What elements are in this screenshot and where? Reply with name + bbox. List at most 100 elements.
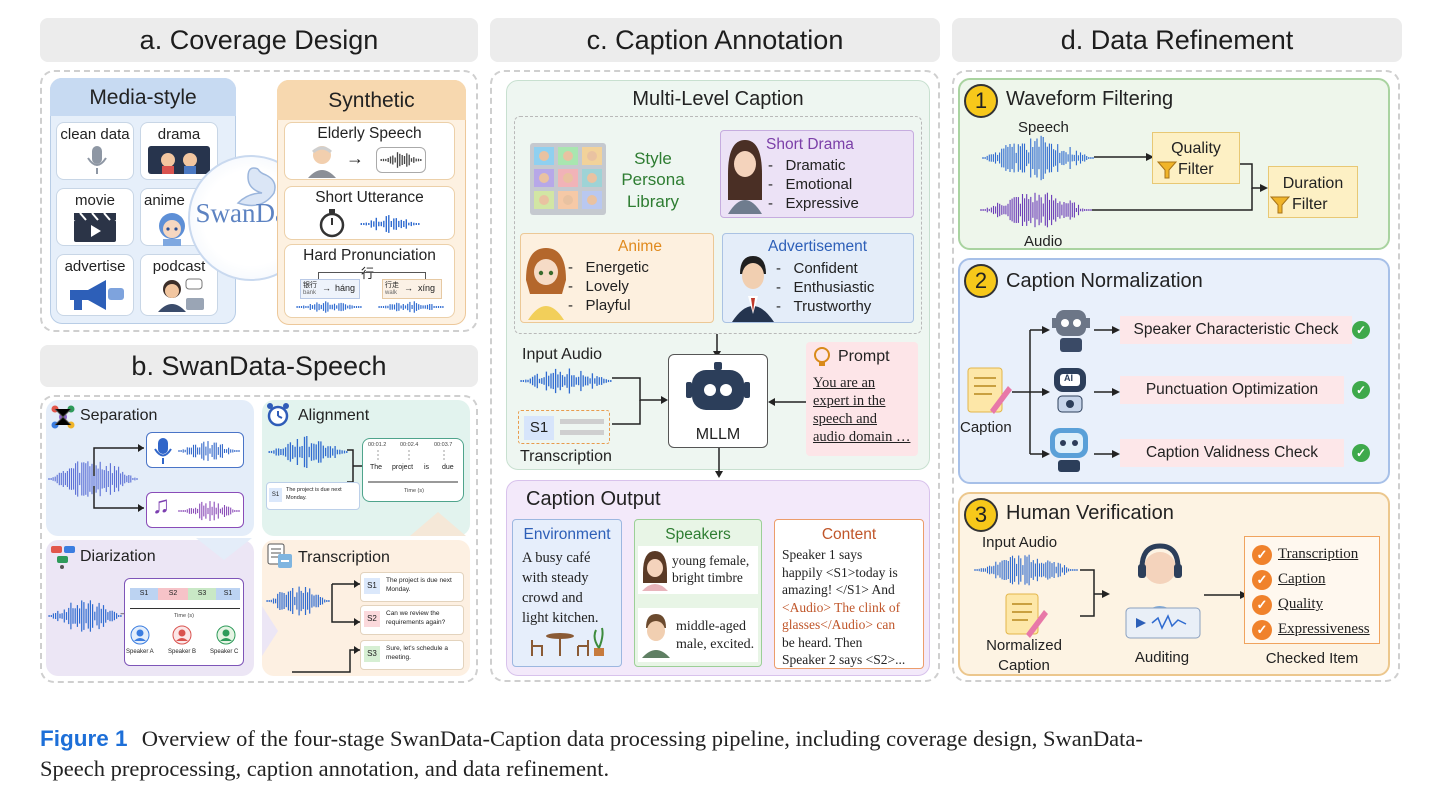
content-line: be heard. Then xyxy=(782,634,863,650)
alignment-ticks xyxy=(368,450,458,483)
quality-label: Quality xyxy=(1171,140,1221,157)
pron-right-word: 行走 xyxy=(385,282,399,289)
speaker2-text: middle-aged male, excited. xyxy=(676,618,754,654)
duration-filter-box xyxy=(1268,166,1358,218)
pron-left-arrow: → xyxy=(322,283,331,293)
robot-icon xyxy=(686,362,750,410)
advertisement-title: Advertisement xyxy=(768,238,868,255)
prompt-line: speech and xyxy=(813,411,878,427)
orange-check-icon: ✓ xyxy=(1252,544,1272,565)
music-track-waveform xyxy=(178,501,240,521)
advertisement-trait: - Enthusiastic xyxy=(776,279,875,296)
pron-left-gloss: bank xyxy=(303,290,317,296)
audio-waveform xyxy=(980,192,1092,228)
checked-item: ✓Transcription xyxy=(1252,542,1370,567)
speaker1-line: young female, xyxy=(672,553,750,568)
section-d-title: d. Data Refinement xyxy=(1060,24,1294,55)
step-1-badge: 1 xyxy=(964,84,998,118)
trans-tag-1: S1 xyxy=(364,578,380,594)
pron-left-waveform xyxy=(296,301,362,313)
media-style-header xyxy=(50,78,236,116)
content-line: happily <S1>today is xyxy=(782,564,898,580)
duration-label: Duration xyxy=(1282,175,1344,192)
prompt-line: You are an xyxy=(813,375,876,391)
diar-axis-line xyxy=(130,608,240,609)
synthetic-header xyxy=(277,80,466,120)
podcast-host-icon xyxy=(158,278,204,312)
check-mark-icon: ✓ xyxy=(1352,381,1370,399)
align-axis-label: Time (s) xyxy=(404,488,424,494)
orange-check-icon: ✓ xyxy=(1252,569,1272,590)
alignment-label: Alignment xyxy=(298,407,370,424)
diar-seg-1: S2 xyxy=(158,588,188,600)
advertisement-traits: - Confident - Enthusiastic - Trustworthy xyxy=(776,259,874,316)
music-track-card xyxy=(146,492,244,528)
checked-item: ✓Quality xyxy=(1252,592,1370,617)
checked-item-text: Quality xyxy=(1278,596,1323,612)
trait-text: Playful xyxy=(585,297,631,314)
checked-item-text: Caption xyxy=(1278,571,1326,587)
environment-title: Environment xyxy=(523,526,611,543)
section-c-header: c. Caption Annotation xyxy=(490,18,940,62)
caption-label: Caption xyxy=(960,419,1012,436)
checked-item: ✓Expressiveness xyxy=(1252,617,1370,642)
speech-waveform xyxy=(982,135,1094,181)
text-line xyxy=(560,419,604,424)
check-speaker-characteristic: Speaker Characteristic Check xyxy=(1120,316,1352,344)
normalized-line: Caption xyxy=(998,657,1050,674)
align-word-2: is xyxy=(424,464,430,471)
normalized-caption-icon xyxy=(1005,593,1048,638)
trans-text-3: Sure, let's schedule a meeting. xyxy=(386,645,448,661)
tv-drama-icon xyxy=(148,146,210,174)
prompt-to-mllm-arrow xyxy=(768,398,808,406)
trait-text: Emotional xyxy=(785,176,853,193)
short-drama-trait: - Dramatic xyxy=(768,157,846,174)
env-line: crowd and xyxy=(522,590,583,606)
speakers-title: Speakers xyxy=(665,526,731,543)
trait-text: Lovely xyxy=(585,278,629,295)
pron-char: 行 xyxy=(361,266,375,281)
diar-axis-label: Time (s) xyxy=(174,613,194,619)
prompt-line: audio domain … xyxy=(813,429,911,445)
pron-left-box xyxy=(300,279,360,299)
check-caption-validness: Caption Validness Check xyxy=(1120,439,1344,467)
checked-items-list: ✓Transcription ✓Caption ✓Quality ✓Expres… xyxy=(1252,542,1370,642)
short-drama-trait: - Emotional xyxy=(768,176,853,193)
short-drama-trait: - Expressive xyxy=(768,195,859,212)
media-style-title: Media-style xyxy=(89,86,197,109)
env-line: A busy café xyxy=(522,550,591,566)
synthetic-short-label: Short Utterance xyxy=(315,189,424,206)
content-line: glasses</Audio> can xyxy=(782,617,896,632)
elderly-man-icon xyxy=(308,146,336,178)
speech-track-waveform xyxy=(178,441,240,461)
diar-seg-0: S1 xyxy=(130,588,158,600)
separation-icon xyxy=(51,405,75,429)
transcription-label: Transcription xyxy=(298,549,390,566)
media-label-drama: drama xyxy=(157,126,201,143)
male-speaker-icon xyxy=(642,614,670,658)
transcription-box xyxy=(518,410,610,444)
input-audio-label: Input Audio xyxy=(522,346,603,363)
diarization-decor-arrow xyxy=(196,538,252,560)
orange-check-icon: ✓ xyxy=(1252,619,1272,640)
media-label-movie: movie xyxy=(74,192,115,209)
music-note-icon: ♫ xyxy=(152,492,170,519)
media-label-anime: anime xyxy=(144,192,185,209)
anime-trait: - Lovely xyxy=(568,278,629,295)
check-mark-icon: ✓ xyxy=(1352,321,1370,339)
human-verification-title: Human Verification xyxy=(1006,502,1174,524)
coverage-design-frame xyxy=(40,70,478,332)
align-time-1: 00:02.4 xyxy=(400,442,419,448)
content-title: Content xyxy=(821,526,877,543)
trait-text: Expressive xyxy=(785,195,859,212)
elderly-waveform xyxy=(380,152,422,168)
figure-caption-line2: Speech preprocessing, caption annotation… xyxy=(40,756,610,781)
lightbulb-icon xyxy=(814,347,830,366)
text-line xyxy=(560,430,604,435)
pron-left-word: 银行 xyxy=(303,282,317,289)
megaphone-icon xyxy=(70,280,124,310)
input-audio-waveform xyxy=(520,368,612,394)
trans-tag-2: S2 xyxy=(364,611,380,627)
validator-robot-icon xyxy=(1050,428,1088,472)
trans-text-1: The project is due next Monday. xyxy=(386,577,452,593)
